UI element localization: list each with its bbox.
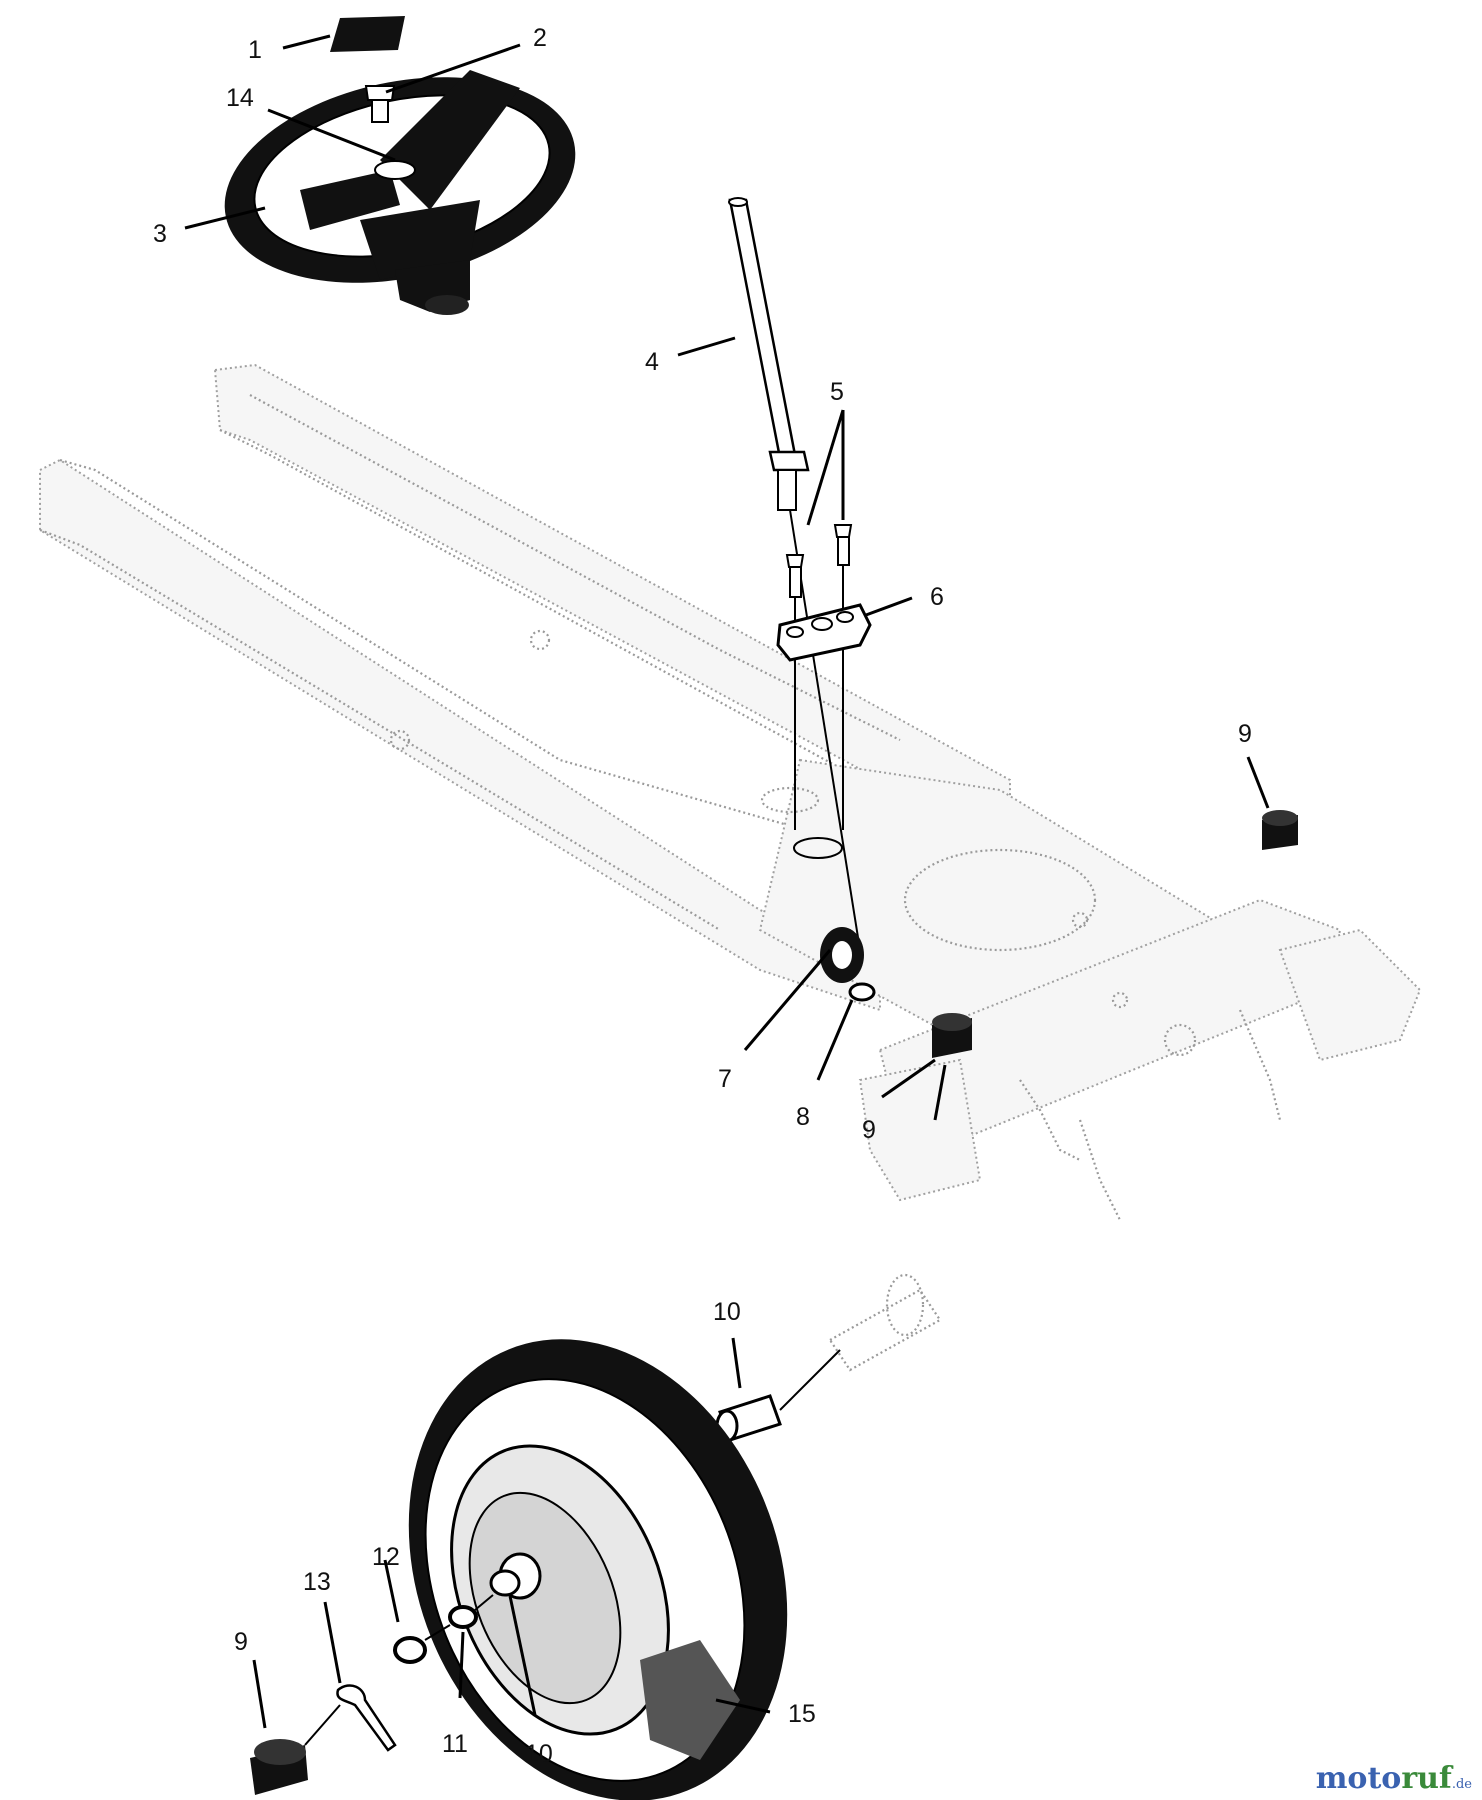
callout-7: 7 <box>718 1065 732 1093</box>
callout-10-bottom: 10 <box>525 1740 553 1768</box>
callout-labels: 1 2 14 3 4 5 6 9 7 8 9 10 12 13 9 11 10 … <box>153 24 1252 1768</box>
brand-logo: motoruf.de <box>1316 1761 1472 1796</box>
callout-4: 4 <box>645 348 659 376</box>
washer-icon <box>393 1636 427 1664</box>
callout-10-top: 10 <box>713 1298 741 1326</box>
brand-name-part2: ruf <box>1401 1761 1452 1796</box>
gear-icon <box>820 927 864 983</box>
callout-6: 6 <box>930 583 944 611</box>
brand-name-part1: moto <box>1315 1761 1402 1796</box>
callout-9-bottom: 9 <box>234 1628 248 1656</box>
washer-icon <box>848 982 876 1002</box>
callout-13: 13 <box>303 1568 331 1596</box>
bolt-icon <box>364 85 396 123</box>
callout-1: 1 <box>248 36 262 64</box>
cap-icon <box>330 16 405 52</box>
bushing-icon <box>250 1739 308 1795</box>
callout-9-top: 9 <box>1238 720 1252 748</box>
callout-9-mid: 9 <box>862 1116 876 1144</box>
brand-domain: .de <box>1451 1777 1472 1792</box>
callout-12: 12 <box>372 1543 400 1571</box>
callout-14: 14 <box>226 84 254 112</box>
bushing-icon <box>489 1569 521 1597</box>
callout-2: 2 <box>533 24 547 52</box>
washer-icon <box>448 1605 478 1629</box>
callout-8: 8 <box>796 1103 810 1131</box>
callout-11: 11 <box>442 1730 468 1758</box>
tire-icon <box>408 1339 788 1800</box>
bushing-icon <box>1262 810 1298 850</box>
callout-3: 3 <box>153 220 167 248</box>
callout-5: 5 <box>830 378 844 406</box>
callout-15: 15 <box>788 1700 816 1728</box>
cotter-pin-icon <box>336 1684 397 1752</box>
chassis-frame <box>39 363 1422 1372</box>
bushing-icon <box>932 1013 972 1058</box>
leader-lines <box>184 34 1270 1729</box>
steering-wheel-icon <box>224 70 576 315</box>
bracket-icon <box>776 603 872 662</box>
